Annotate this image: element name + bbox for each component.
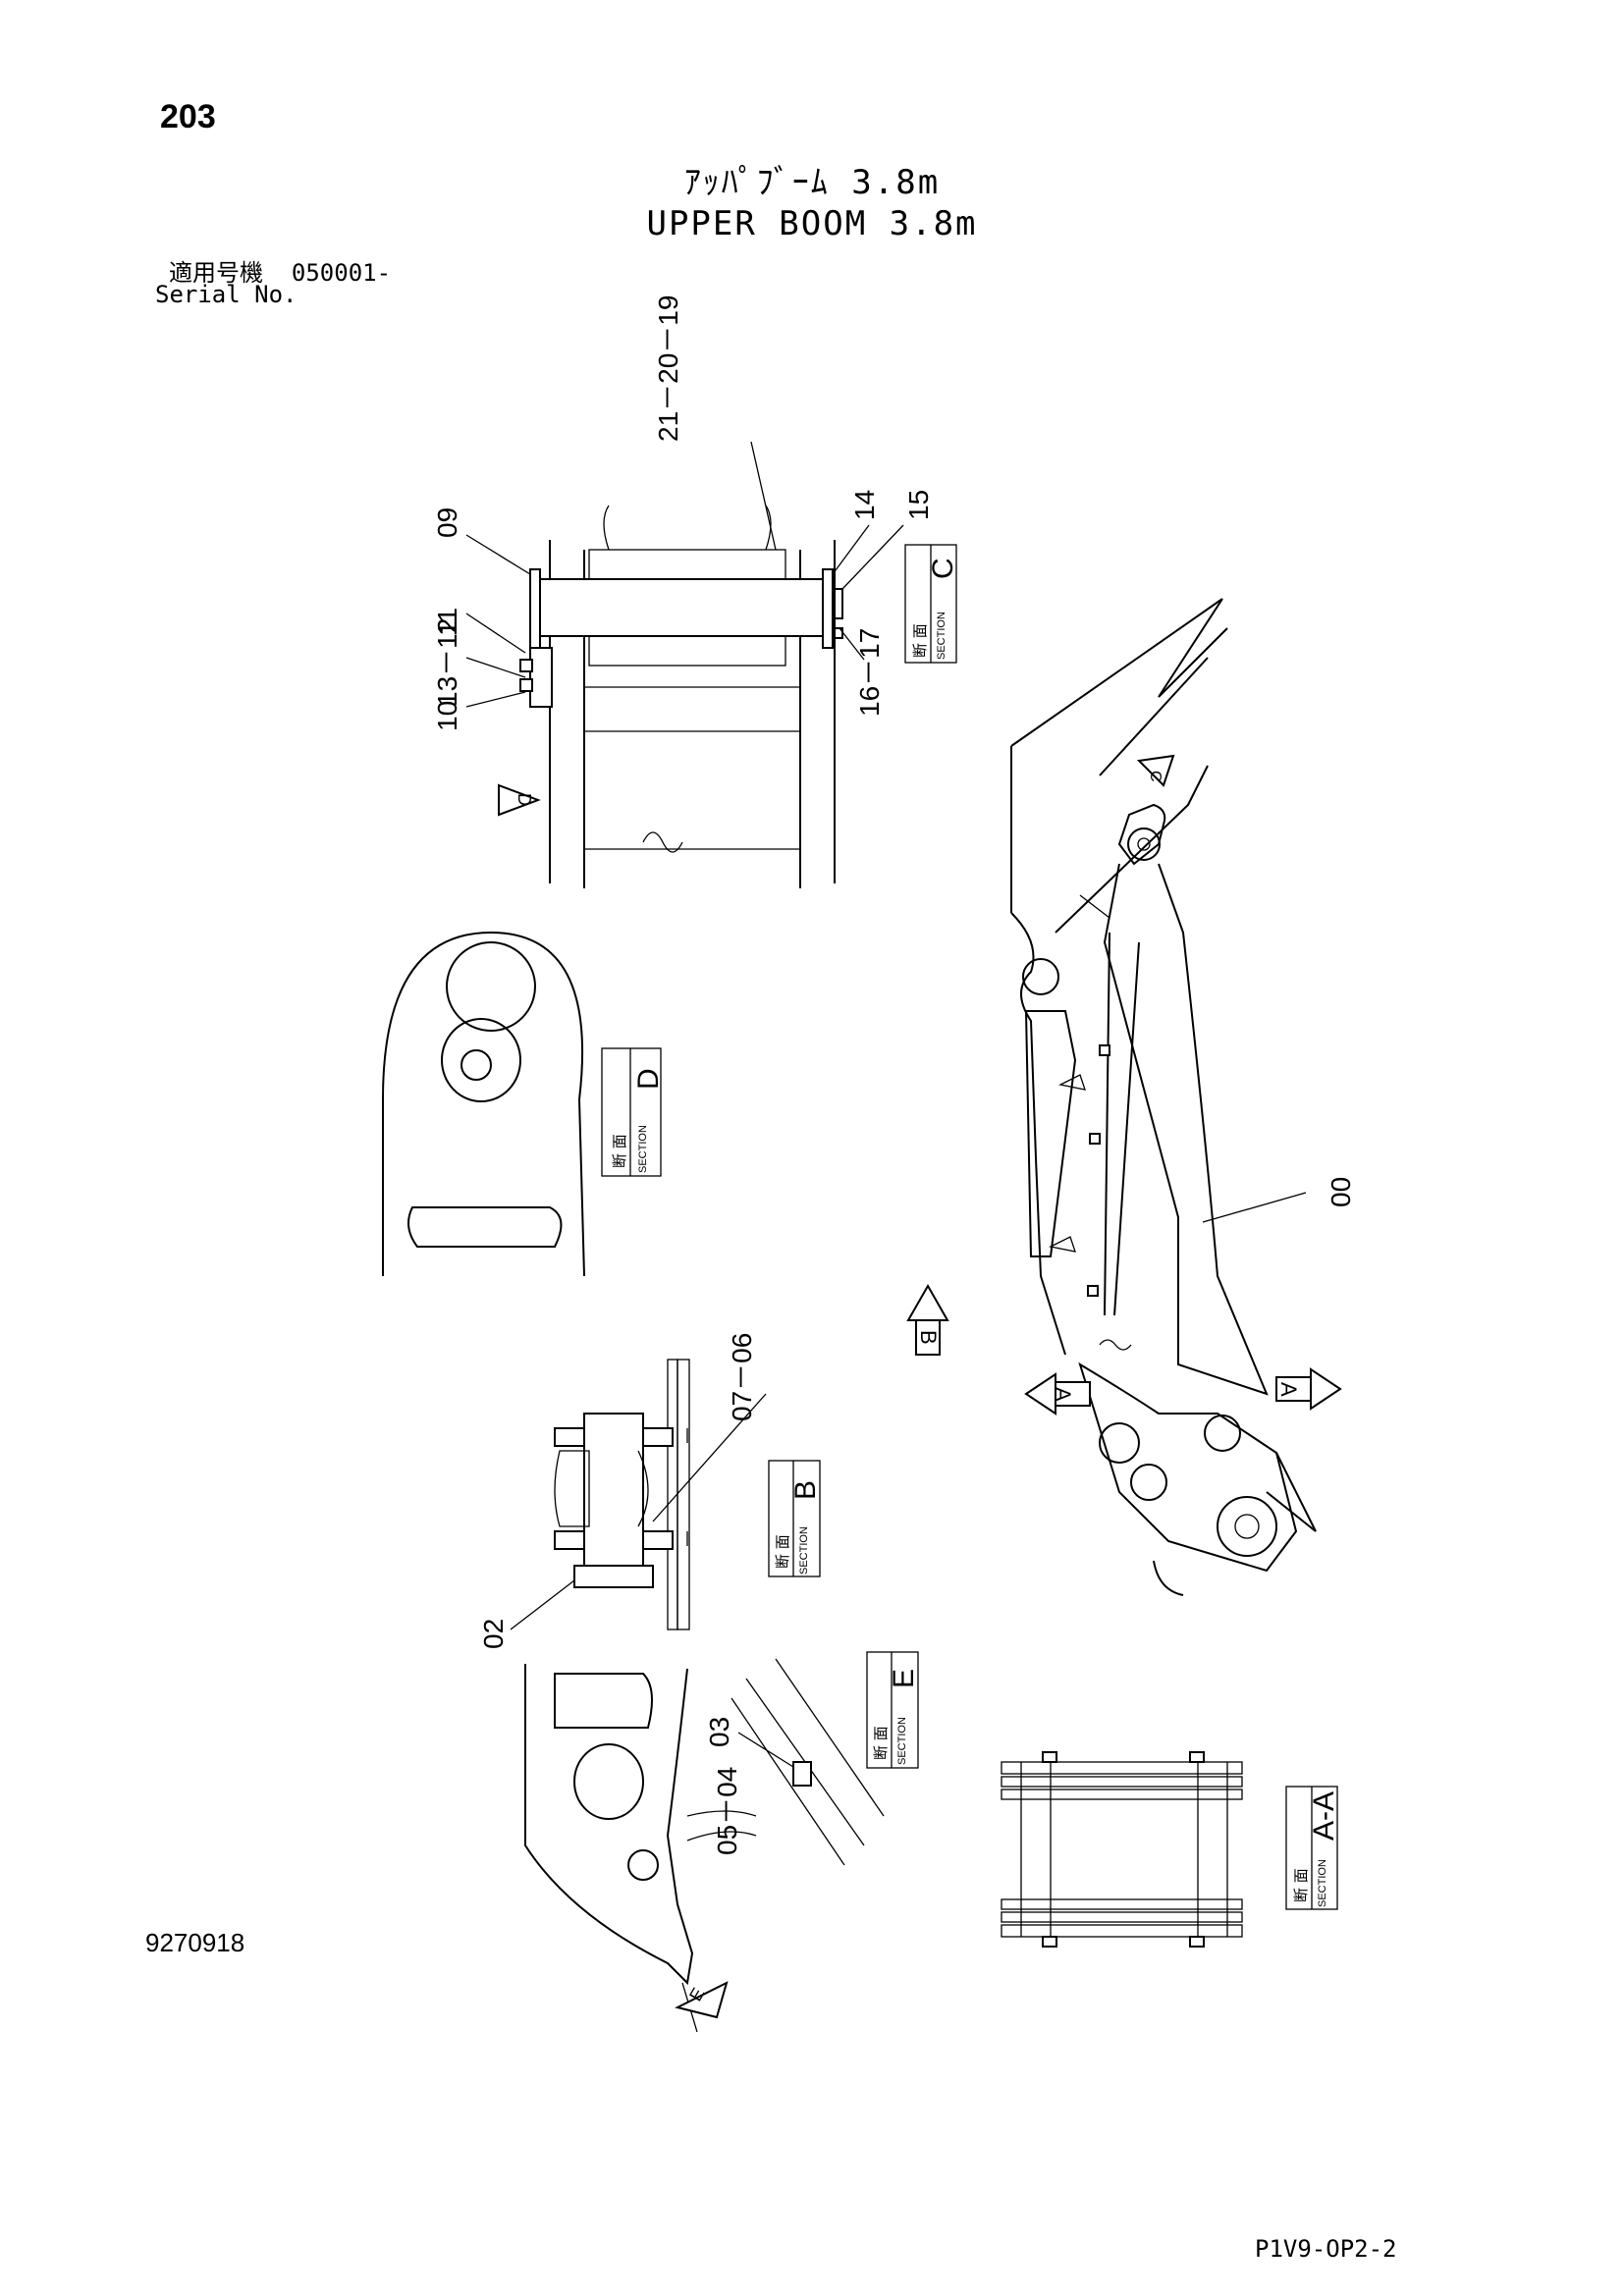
section-c-en: SECTION xyxy=(936,612,947,660)
view-marker-c-letter: C xyxy=(1147,771,1164,782)
view-marker-a-left-letter: A xyxy=(1051,1387,1075,1402)
section-b-box: B 断 面 SECTION xyxy=(768,1460,822,1577)
section-b-en: SECTION xyxy=(798,1526,810,1575)
part-label-04-05: 05－04 xyxy=(712,1767,742,1855)
section-c-detail xyxy=(519,505,843,888)
view-marker-d: D xyxy=(498,783,541,817)
serial-value: 050001- xyxy=(291,259,392,287)
serial-label-english: Serial No. xyxy=(155,281,298,308)
section-aa-box: A-A 断 面 SECTION xyxy=(1285,1786,1340,1910)
section-d-box: D 断 面 SECTION xyxy=(601,1047,665,1177)
part-label-06-07: 07－06 xyxy=(727,1333,757,1421)
section-d-jp: 断 面 xyxy=(611,1134,628,1168)
view-marker-b-letter: B xyxy=(916,1330,941,1345)
view-marker-c: C xyxy=(1136,754,1175,787)
view-marker-d-letter: D xyxy=(514,793,534,806)
part-label-15: 15 xyxy=(903,490,934,520)
page-code: P1V9-OP2-2 xyxy=(1255,2235,1397,2263)
section-b-letter: B xyxy=(789,1480,822,1500)
section-b-jp: 断 面 xyxy=(774,1534,791,1569)
part-label-03: 03 xyxy=(704,1717,734,1747)
view-marker-a-right-letter: A xyxy=(1276,1382,1301,1397)
serial-label-japanese: 適用号機 050001- xyxy=(169,253,391,288)
section-e-box: E 断 面 SECTION xyxy=(866,1651,920,1769)
section-e-letter: E xyxy=(888,1669,920,1688)
section-aa-jp: 断 面 xyxy=(1292,1868,1310,1902)
section-aa-detail xyxy=(1001,1751,1243,1948)
part-label-19-21: 21－20－19 xyxy=(653,295,683,442)
part-label-12-13: 13－12 xyxy=(432,618,462,707)
section-c-jp: 断 面 xyxy=(911,623,929,658)
part-label-00: 00 xyxy=(1326,1177,1356,1207)
upper-boom-main-view xyxy=(1010,598,1317,1596)
section-d-letter: D xyxy=(632,1068,665,1090)
part-label-02: 02 xyxy=(478,1619,509,1649)
part-label-14: 14 xyxy=(849,490,880,520)
document-number: 9270918 xyxy=(145,1928,245,1957)
serial-label-jp-text: 適用号機 xyxy=(169,259,263,287)
view-marker-a-right: A xyxy=(1275,1367,1342,1411)
part-label-11: 11 xyxy=(432,608,462,636)
section-e-jp: 断 面 xyxy=(872,1726,890,1760)
page-number: 203 xyxy=(160,98,216,135)
section-aa-en: SECTION xyxy=(1317,1859,1328,1907)
section-d-detail xyxy=(382,931,585,1277)
section-d-en: SECTION xyxy=(637,1125,649,1173)
part-label-09: 09 xyxy=(432,507,462,538)
view-marker-b: B xyxy=(906,1283,949,1356)
part-label-10: 10 xyxy=(432,701,462,731)
title-japanese: ｱｯﾊﾟﾌﾞｰﾑ 3.8m xyxy=(683,163,941,202)
section-b-detail xyxy=(554,1359,690,1630)
view-marker-e: E xyxy=(675,1981,729,2019)
section-aa-letter: A-A xyxy=(1308,1791,1340,1841)
part-label-16-17: 16－17 xyxy=(854,628,885,717)
title-english: UPPER BOOM 3.8m xyxy=(646,204,978,243)
section-e-detail xyxy=(524,1658,885,2033)
section-c-box: C 断 面 SECTION xyxy=(904,544,959,664)
section-c-letter: C xyxy=(927,558,959,579)
section-e-en: SECTION xyxy=(896,1717,908,1765)
view-marker-a-left: A xyxy=(1024,1372,1091,1415)
